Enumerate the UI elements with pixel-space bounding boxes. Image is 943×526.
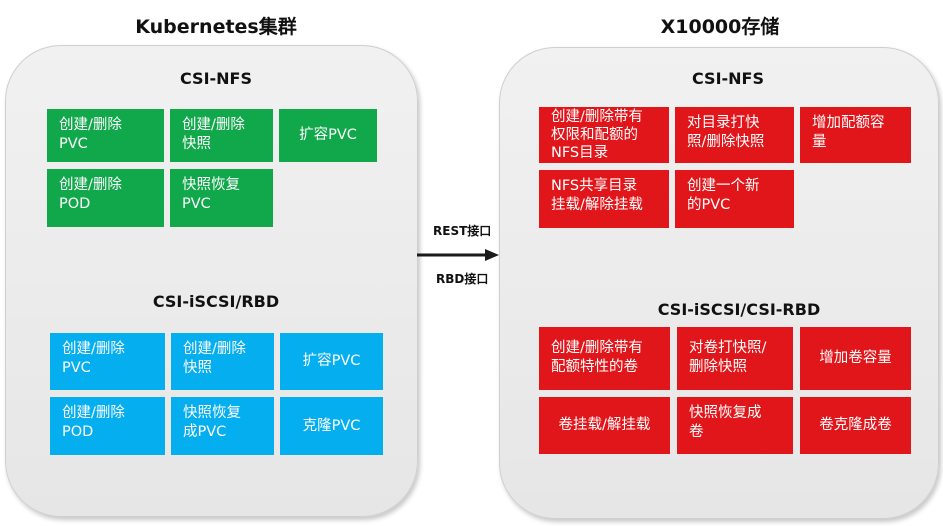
right-rbd-snapshot-restore-volume-box: 快照恢复成 卷: [677, 397, 793, 454]
left-iscsi-snapshot-restore-pvc-box: 快照恢复 成PVC: [171, 397, 274, 455]
left-csi-nfs-title: CSI-NFS: [180, 69, 252, 88]
rbd-interface-label: RBD接口: [436, 272, 489, 286]
right-nfs-create-new-pvc-box: 创建一个新 的PVC: [675, 170, 794, 228]
left-nfs-create-delete-pod-box: 创建/删除 POD: [47, 169, 164, 227]
right-csi-nfs-title: CSI-NFS: [692, 69, 764, 88]
kubernetes-cluster-heading: Kubernetes集群: [135, 16, 297, 38]
right-rbd-create-delete-volume-box: 创建/删除带有 配额特性的卷: [539, 327, 670, 390]
left-nfs-create-delete-snapshot-box: 创建/删除 快照: [170, 109, 273, 162]
left-nfs-create-delete-pvc-box: 创建/删除 PVC: [47, 109, 164, 162]
right-nfs-increase-quota-box: 增加配额容 量: [800, 107, 911, 163]
right-rbd-mount-unmount-box: 卷挂载/解挂载: [539, 397, 670, 454]
right-csi-iscsi-rbd-title: CSI-iSCSI/CSI-RBD: [657, 300, 821, 319]
rest-interface-label: REST接口: [433, 224, 492, 238]
right-rbd-volume-snapshot-box: 对卷打快照/ 删除快照: [677, 327, 793, 390]
left-iscsi-create-delete-snapshot-box: 创建/删除 快照: [171, 333, 274, 390]
right-rbd-clone-volume-box: 卷克隆成卷: [800, 397, 911, 454]
left-nfs-snapshot-restore-pvc-box: 快照恢复 PVC: [170, 169, 273, 227]
x10000-storage-heading: X10000存储: [660, 16, 780, 38]
left-iscsi-create-delete-pvc-box: 创建/删除 PVC: [50, 333, 165, 390]
left-iscsi-create-delete-pod-box: 创建/删除 POD: [50, 397, 165, 455]
right-nfs-create-delete-dir-box: 创建/删除带有 权限和配额的 NFS目录: [539, 107, 669, 163]
left-iscsi-expand-pvc-box: 扩容PVC: [280, 333, 383, 390]
right-rbd-increase-capacity-box: 增加卷容量: [800, 327, 911, 390]
right-arrow-icon: [417, 249, 499, 261]
left-iscsi-clone-pvc-box: 克隆PVC: [280, 397, 383, 455]
left-csi-iscsi-rbd-title: CSI-iSCSI/RBD: [152, 292, 280, 311]
left-nfs-expand-pvc-box: 扩容PVC: [279, 109, 377, 162]
right-nfs-dir-snapshot-box: 对目录打快 照/删除快照: [675, 107, 794, 163]
right-nfs-mount-unmount-box: NFS共享目录 挂载/解除挂载: [539, 170, 669, 228]
